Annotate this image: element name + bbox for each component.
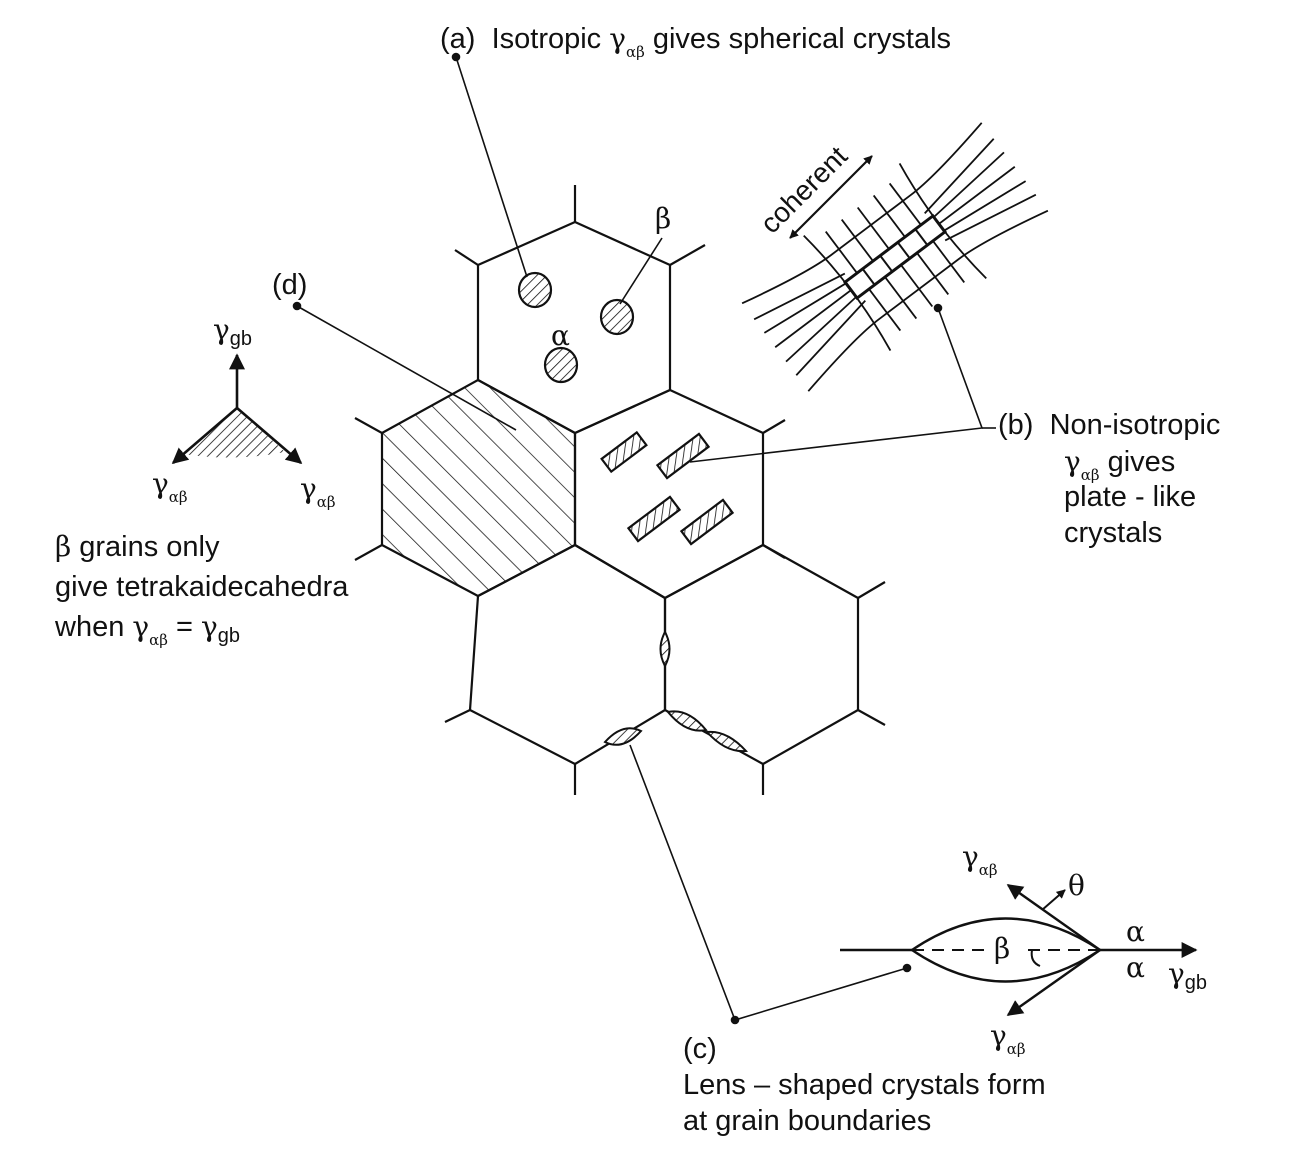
subscript-gb: gb [1184, 972, 1207, 994]
gamma-symbol: γ [1064, 445, 1081, 478]
plate-crystals [600, 430, 735, 546]
subscript-ab: αβ [316, 493, 336, 511]
gamma-symbol: γ [201, 610, 218, 643]
gamma-ab-label-left: γαβ [152, 467, 188, 505]
beta-label-lens: β [994, 932, 1011, 965]
subscript-gb: gb [217, 625, 240, 647]
gamma-ab-arrow-right [236, 407, 303, 465]
gamma-symbol: γ [1168, 957, 1185, 990]
subscript-ab: αβ [1080, 466, 1100, 484]
gamma-symbol: γ [152, 467, 169, 500]
grain-bottom-right [663, 543, 860, 766]
label-a-tag: (a) [440, 23, 476, 55]
subscript-ab: αβ [1006, 1040, 1026, 1058]
label-c-line1: Lens – shaped crystals form [683, 1069, 1046, 1101]
label-b-line1: (b) Non-isotropic [998, 408, 1220, 443]
theta-label: θ [1068, 869, 1085, 902]
gamma-ab-label-right: γαβ [300, 472, 336, 510]
lens-crystal-2 [603, 727, 643, 746]
alpha-label-c-upper: α [1126, 915, 1145, 948]
tension-wedge-hatch [183, 408, 285, 458]
gamma-symbol: γ [962, 840, 979, 873]
label-a-text-pre: Isotropic [491, 23, 602, 55]
label-a: (a) Isotropic γαβ gives spherical crysta… [440, 22, 952, 61]
label-a-text-post: gives spherical crystals [652, 23, 952, 55]
beta-symbol: β [55, 530, 72, 563]
gamma-symbol: γ [132, 610, 150, 643]
theta-angle-arc [1030, 949, 1041, 967]
leader-lines [292, 52, 996, 1025]
gamma-ab-arrow-c-down [1006, 949, 1101, 1016]
lens-crystal-3 [666, 710, 708, 732]
gamma-ab-arrow-c-up [1006, 884, 1101, 951]
label-c-tag: (c) [683, 1033, 717, 1065]
label-c-line2: at grain boundaries [683, 1105, 932, 1137]
label-d-line3: when γαβ = γgb [55, 610, 240, 649]
subscript-ab: αβ [978, 861, 998, 879]
plate-crystal-1 [600, 430, 648, 474]
gamma-symbol: γ [990, 1019, 1007, 1052]
label-b-line4: crystals [1064, 517, 1163, 549]
plate-crystal-2 [655, 432, 711, 480]
grain-right-upper [573, 388, 765, 600]
sphere-crystal-2 [599, 298, 635, 336]
gamma-ab-label-c-bottom: γαβ [990, 1019, 1026, 1057]
coherent-arrow [789, 155, 873, 239]
gamma-ab-label-c-top: γαβ [962, 840, 998, 878]
label-b-line1-text: Non-isotropic [1049, 409, 1221, 441]
coherent-plate-inset [741, 122, 1049, 392]
label-b-line2-text: gives [1107, 446, 1176, 478]
label-d-line3-pre: when [55, 611, 125, 643]
coherent-plate [842, 213, 948, 301]
label-d-line1-text: grains only [79, 531, 220, 563]
sphere-crystal-1 [517, 271, 553, 309]
gamma-symbol: γ [300, 472, 317, 505]
label-d-line2: give tetrakaidecahedra [55, 571, 349, 603]
gamma-gb-label: γgb [213, 313, 252, 350]
gamma-symbol: γ [609, 22, 626, 55]
lens-crystals [603, 629, 749, 753]
gamma-gb-label-c: γgb [1168, 957, 1207, 994]
lens-crystal-1 [659, 629, 671, 669]
spherical-crystals [517, 271, 635, 384]
gamma-ab-arrow-left [171, 407, 238, 465]
label-b-line2: γαβ gives [1064, 445, 1176, 484]
lens-inset [840, 884, 1198, 1016]
subscript-ab: αβ [168, 488, 188, 506]
equals-sign: = [176, 611, 193, 643]
grain-d-hatched [380, 378, 577, 598]
lens-crystal-4 [704, 730, 749, 753]
label-d-tag: (d) [272, 269, 308, 301]
alpha-label-c-lower: α [1126, 951, 1145, 984]
subscript-ab: αβ [625, 43, 645, 61]
beta-label-top: β [655, 202, 672, 235]
theta-tick [1041, 889, 1066, 911]
plate-crystal-3 [626, 495, 682, 543]
label-d-line1: β grains only [55, 530, 220, 565]
label-b-tag: (b) [998, 409, 1034, 441]
gamma-symbol: γ [213, 313, 230, 346]
plate-crystal-4 [679, 498, 735, 546]
tension-vectors-left [171, 353, 303, 465]
boundary-stubs [354, 185, 886, 795]
alpha-label-top: α [551, 319, 570, 352]
subscript-ab: αβ [149, 631, 168, 649]
sphere-crystal-3 [543, 346, 579, 384]
subscript-gb: gb [229, 328, 252, 350]
label-b-line3: plate - like [1064, 481, 1197, 513]
